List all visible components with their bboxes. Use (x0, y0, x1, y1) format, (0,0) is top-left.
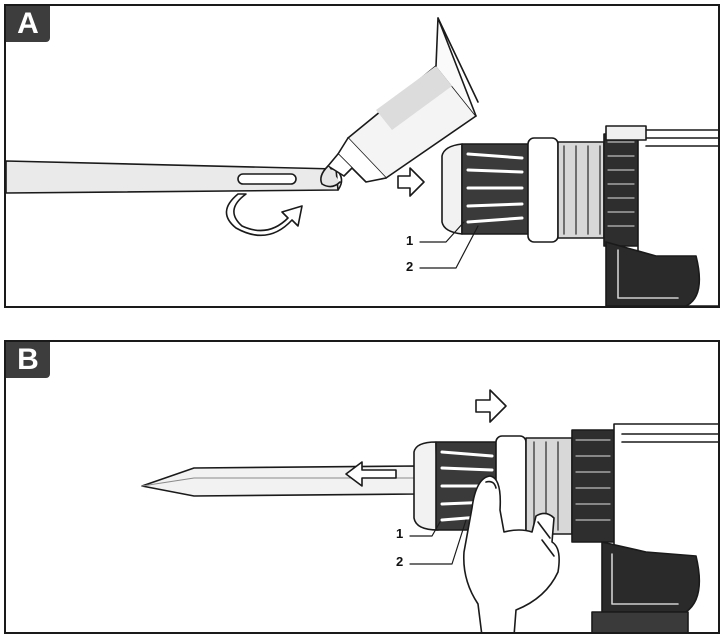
panel-b-badge: B (6, 342, 50, 378)
callout-leaders (409, 519, 467, 565)
pull-back-arrow-icon (475, 389, 507, 423)
tool-holder-chuck (441, 133, 639, 247)
callout-leaders (419, 221, 479, 269)
hammer-body (591, 423, 718, 632)
insert-direction-arrow-icon (397, 167, 425, 197)
panel-a-illustration (6, 17, 718, 306)
panel-b-illustration (141, 389, 718, 632)
callout-2: 2 (396, 554, 404, 569)
tool-holder-chuck (413, 429, 615, 543)
callout-2: 2 (406, 259, 414, 274)
panel-a-badge: A (6, 6, 50, 42)
hand-pulling-sleeve-icon (462, 475, 560, 632)
leader-1 (419, 221, 465, 243)
leader-2 (409, 519, 467, 565)
removal-direction-arrow-icon (345, 461, 397, 487)
callout-1: 1 (406, 233, 414, 248)
panel-a-grease-and-insert: A (4, 4, 720, 308)
panel-b-remove-tool: B (4, 340, 720, 634)
rotation-arrow-icon (225, 193, 303, 237)
grease-tube-icon (320, 17, 479, 188)
hammer-body (605, 125, 718, 306)
leader-1 (409, 521, 441, 537)
leader-2 (419, 225, 479, 269)
chisel-shank (6, 160, 343, 194)
callout-1: 1 (396, 526, 404, 541)
